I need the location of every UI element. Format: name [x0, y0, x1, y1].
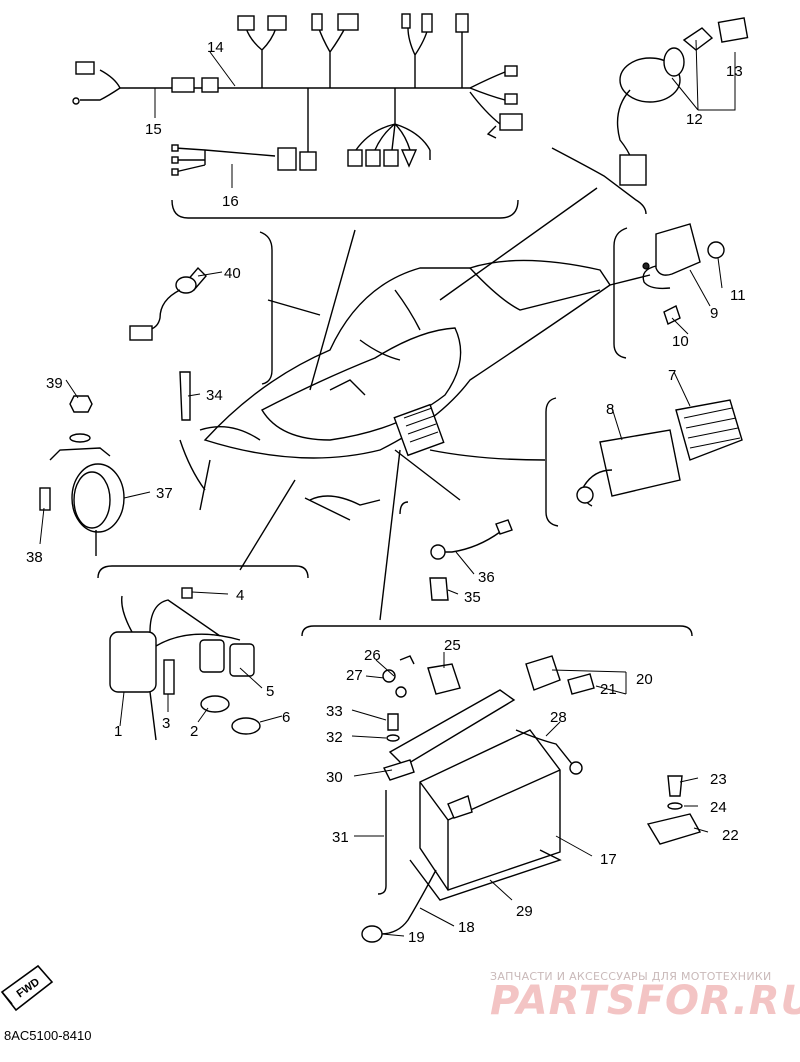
- callout-18: 18: [458, 919, 475, 936]
- callout-35: 35: [464, 589, 481, 606]
- bracket-34: [179, 371, 191, 421]
- callout-36: 36: [478, 569, 495, 586]
- main-switch-group: [551, 17, 749, 215]
- lead-wire-40: [129, 266, 207, 341]
- callout-9: 9: [710, 305, 718, 322]
- drawing-code: 8AC5100-8410: [4, 1028, 91, 1043]
- callout-13: 13: [726, 63, 743, 80]
- callout-4: 4: [236, 587, 244, 604]
- callout-30: 30: [326, 769, 343, 786]
- callout-31: 31: [332, 829, 349, 846]
- callout-6: 6: [282, 709, 290, 726]
- callout-27: 27: [346, 667, 363, 684]
- callout-17: 17: [600, 851, 617, 868]
- callout-7: 7: [668, 367, 676, 384]
- callout-28: 28: [550, 709, 567, 726]
- callout-23: 23: [710, 771, 727, 788]
- cdi-unit-group: [576, 399, 743, 507]
- callout-26: 26: [364, 647, 381, 664]
- callout-1: 1: [114, 723, 122, 740]
- callout-16: 16: [222, 193, 239, 210]
- leader-line: [267, 299, 321, 316]
- callout-11: 11: [730, 287, 746, 304]
- ignition-coil-group: [97, 565, 309, 741]
- callout-38: 38: [26, 549, 43, 566]
- callout-5: 5: [266, 683, 274, 700]
- callout-37: 37: [156, 485, 173, 502]
- battery-group: [301, 625, 702, 943]
- callout-12: 12: [686, 111, 703, 128]
- callout-19: 19: [408, 929, 425, 946]
- callout-33: 33: [326, 703, 343, 720]
- callout-8: 8: [606, 401, 614, 418]
- wire-harness-group: [72, 13, 523, 219]
- snowmobile-body: [179, 259, 611, 521]
- callout-39: 39: [46, 375, 63, 392]
- callout-10: 10: [672, 333, 689, 350]
- callout-3: 3: [162, 715, 170, 732]
- callout-21: 21: [600, 681, 617, 698]
- callout-22: 22: [722, 827, 739, 844]
- watermark-logo: PARTSFOR.RU: [490, 978, 800, 1024]
- callout-2: 2: [190, 723, 198, 740]
- fwd-direction-badge: FWD: [0, 964, 54, 1012]
- callout-15: 15: [145, 121, 162, 138]
- relay-group: [642, 223, 725, 325]
- watermark-caption: ЗАПЧАСТИ И АКСЕССУАРЫ ДЛЯ МОТОТЕХНИКИ: [490, 970, 772, 983]
- callout-32: 32: [326, 729, 343, 746]
- callout-20: 20: [636, 671, 653, 688]
- callout-25: 25: [444, 637, 461, 654]
- callout-29: 29: [516, 903, 533, 920]
- horn-group: [39, 395, 125, 556]
- callout-34: 34: [206, 387, 223, 404]
- callout-leaders: [39, 39, 736, 937]
- sensor-group: [399, 501, 513, 601]
- callout-14: 14: [207, 39, 224, 56]
- callout-40: 40: [224, 265, 241, 282]
- callout-24: 24: [710, 799, 727, 816]
